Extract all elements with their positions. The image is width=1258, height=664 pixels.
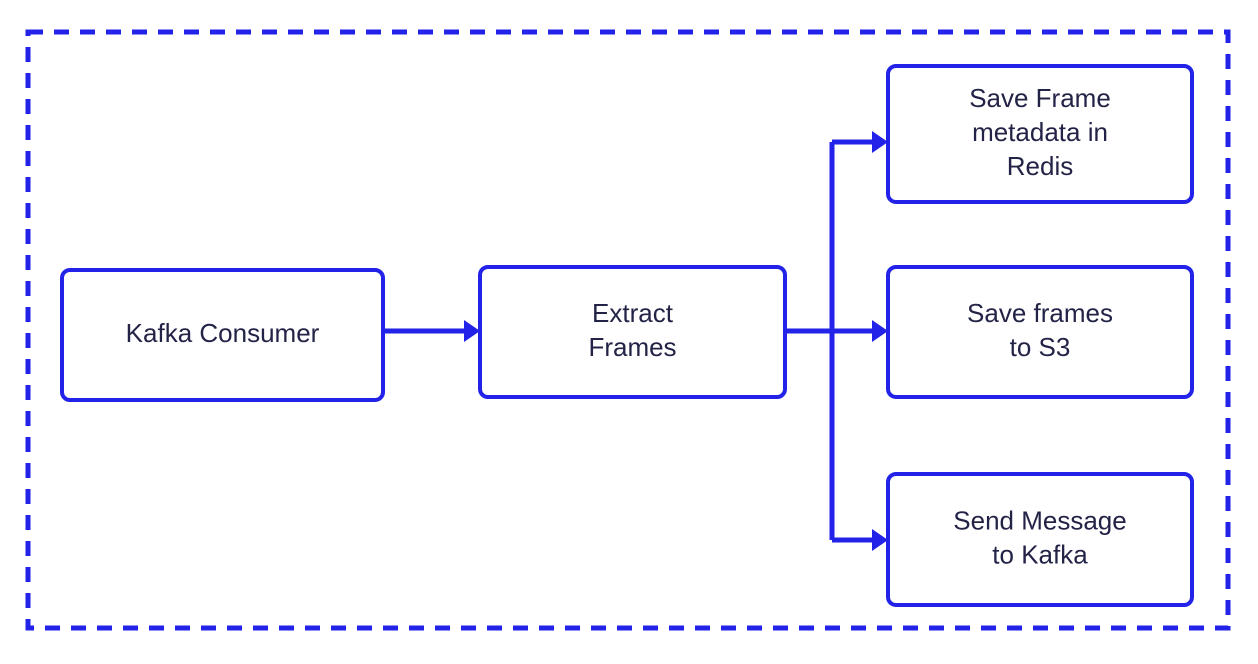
node-save-frame-metadata-redis[interactable]: Save Frame metadata in Redis — [886, 64, 1194, 204]
node-save-frames-s3-label: Save frames to S3 — [967, 298, 1113, 362]
node-send-message-kafka-label-line-1: to Kafka — [992, 539, 1088, 569]
node-save-frames-s3-label-line-1: to S3 — [1010, 332, 1071, 362]
node-save-frame-metadata-redis-label-line-0: Save Frame — [969, 83, 1111, 113]
node-kafka-consumer-box[interactable] — [60, 268, 385, 402]
node-kafka-consumer-label: Kafka Consumer — [126, 318, 320, 348]
node-send-message-kafka-label: Send Message to Kafka — [953, 505, 1126, 569]
node-send-message-kafka[interactable]: Send Message to Kafka — [886, 472, 1194, 607]
node-kafka-consumer-label-line-0: Kafka Consumer — [126, 318, 320, 348]
pipeline-group-frame — [25, 29, 1231, 631]
edge-trunk-to-save-frames-s3-arrowhead — [872, 320, 888, 342]
node-save-frame-metadata-redis-label-line-2: Redis — [1007, 151, 1073, 181]
node-send-message-kafka-label-line-0: Send Message — [953, 505, 1126, 535]
node-save-frames-s3-box[interactable] — [886, 265, 1194, 399]
node-save-frame-metadata-redis-label-line-1: metadata in — [972, 117, 1108, 147]
edge-kafka-consumer-to-extract-frames-arrowhead — [464, 320, 480, 342]
edge-trunk-to-save-frame-metadata-redis-arrowhead — [872, 131, 888, 153]
node-extract-frames-label-line-1: Frames — [588, 332, 676, 362]
node-extract-frames-box[interactable] — [478, 265, 787, 399]
node-save-frame-metadata-redis-box[interactable] — [886, 64, 1194, 204]
edge-trunk-to-send-message-kafka-arrowhead — [872, 529, 888, 551]
node-extract-frames-label-line-0: Extract — [592, 298, 674, 328]
node-save-frame-metadata-redis-label: Save Frame metadata in Redis — [969, 83, 1111, 181]
node-save-frames-s3[interactable]: Save frames to S3 — [886, 265, 1194, 399]
node-save-frames-s3-label-line-0: Save frames — [967, 298, 1113, 328]
node-kafka-consumer[interactable]: Kafka Consumer — [60, 268, 385, 402]
node-send-message-kafka-box[interactable] — [886, 472, 1194, 607]
